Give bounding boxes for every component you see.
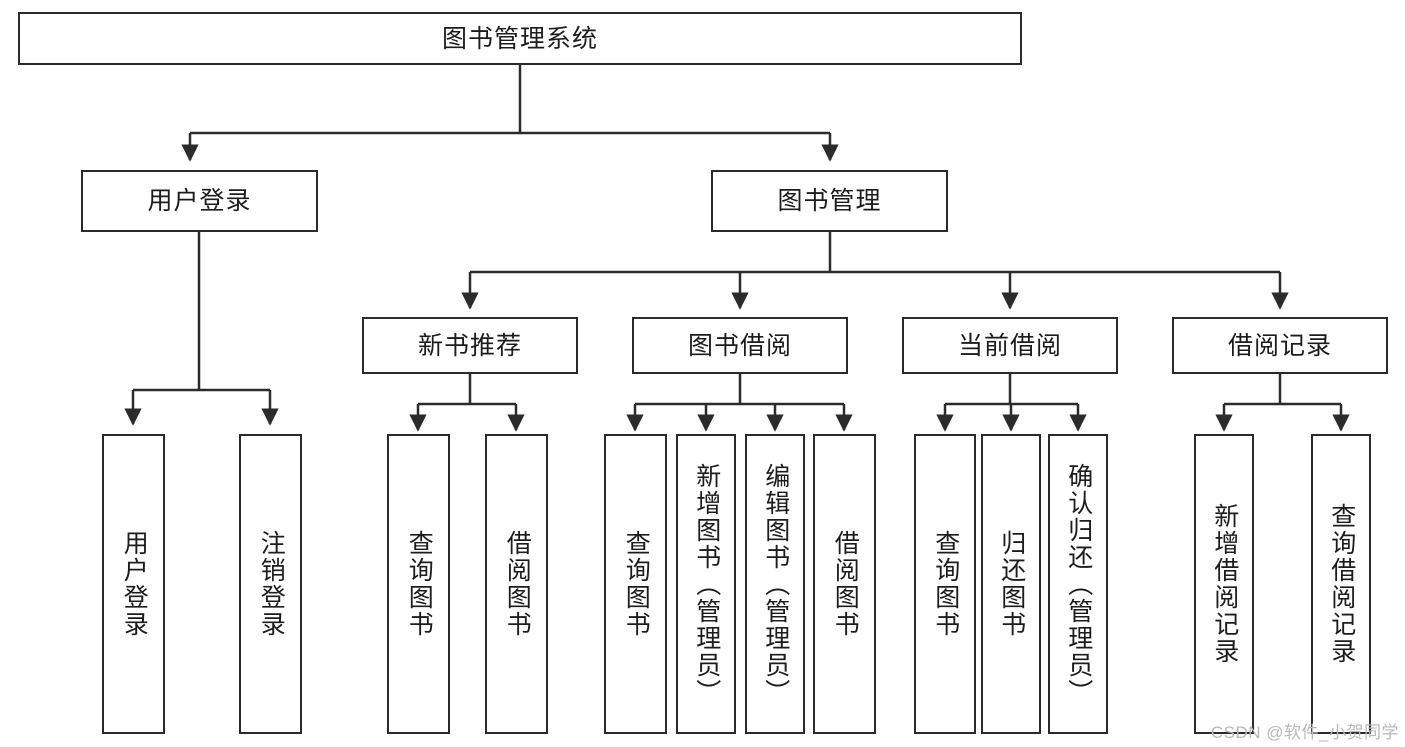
leaf-query-record-label: 查询借阅记录 [1327,503,1356,665]
leaf-add-record[interactable]: 新增借阅记录 [1194,434,1254,734]
watermark-text: CSDN @软件_小贺同学 [1210,723,1399,742]
node-book-borrow-label: 图书借阅 [687,331,792,360]
leaf-borrow-book-1[interactable]: 借阅图书 [485,434,548,734]
leaf-borrow-book-1-label: 借阅图书 [503,530,532,638]
node-user-login-label: 用户登录 [147,187,252,215]
leaf-return-book[interactable]: 归还图书 [981,434,1041,734]
leaf-user-login[interactable]: 用户登录 [102,434,165,734]
node-book-borrow[interactable]: 图书借阅 [632,317,848,374]
leaf-user-logout[interactable]: 注销登录 [239,434,302,734]
leaf-confirm-return[interactable]: 确认归还（管理员） [1048,434,1108,734]
node-current-borrow[interactable]: 当前借阅 [902,317,1118,374]
leaf-return-book-label: 归还图书 [997,530,1026,638]
leaf-borrow-book-2[interactable]: 借阅图书 [813,434,876,734]
node-root-label: 图书管理系统 [441,24,598,53]
leaf-confirm-return-label: 确认归还（管理员） [1064,462,1093,706]
node-new-book-recommend[interactable]: 新书推荐 [362,317,578,374]
node-borrow-record-label: 借阅记录 [1227,331,1332,360]
node-current-borrow-label: 当前借阅 [957,331,1062,360]
leaf-query-book-3-label: 查询图书 [931,530,960,638]
leaf-user-login-label: 用户登录 [120,530,149,638]
leaf-add-record-label: 新增借阅记录 [1210,503,1239,665]
node-user-login[interactable]: 用户登录 [81,170,318,232]
leaf-query-book-1[interactable]: 查询图书 [387,434,450,734]
node-borrow-record[interactable]: 借阅记录 [1172,317,1388,374]
leaf-edit-book[interactable]: 编辑图书（管理员） [745,434,805,734]
leaf-query-book-2-label: 查询图书 [622,530,651,638]
node-root[interactable]: 图书管理系统 [18,12,1022,65]
node-book-manage-label: 图书管理 [777,187,882,215]
leaf-query-book-2[interactable]: 查询图书 [604,434,667,734]
leaf-add-book[interactable]: 新增图书（管理员） [676,434,736,734]
leaf-borrow-book-2-label: 借阅图书 [831,530,860,638]
leaf-add-book-label: 新增图书（管理员） [692,462,721,706]
node-new-book-recommend-label: 新书推荐 [417,331,522,360]
node-book-manage[interactable]: 图书管理 [711,170,948,232]
leaf-query-book-3[interactable]: 查询图书 [914,434,976,734]
leaf-query-book-1-label: 查询图书 [405,530,434,638]
leaf-user-logout-label: 注销登录 [257,530,286,638]
leaf-query-record[interactable]: 查询借阅记录 [1311,434,1371,734]
leaf-edit-book-label: 编辑图书（管理员） [761,462,790,706]
